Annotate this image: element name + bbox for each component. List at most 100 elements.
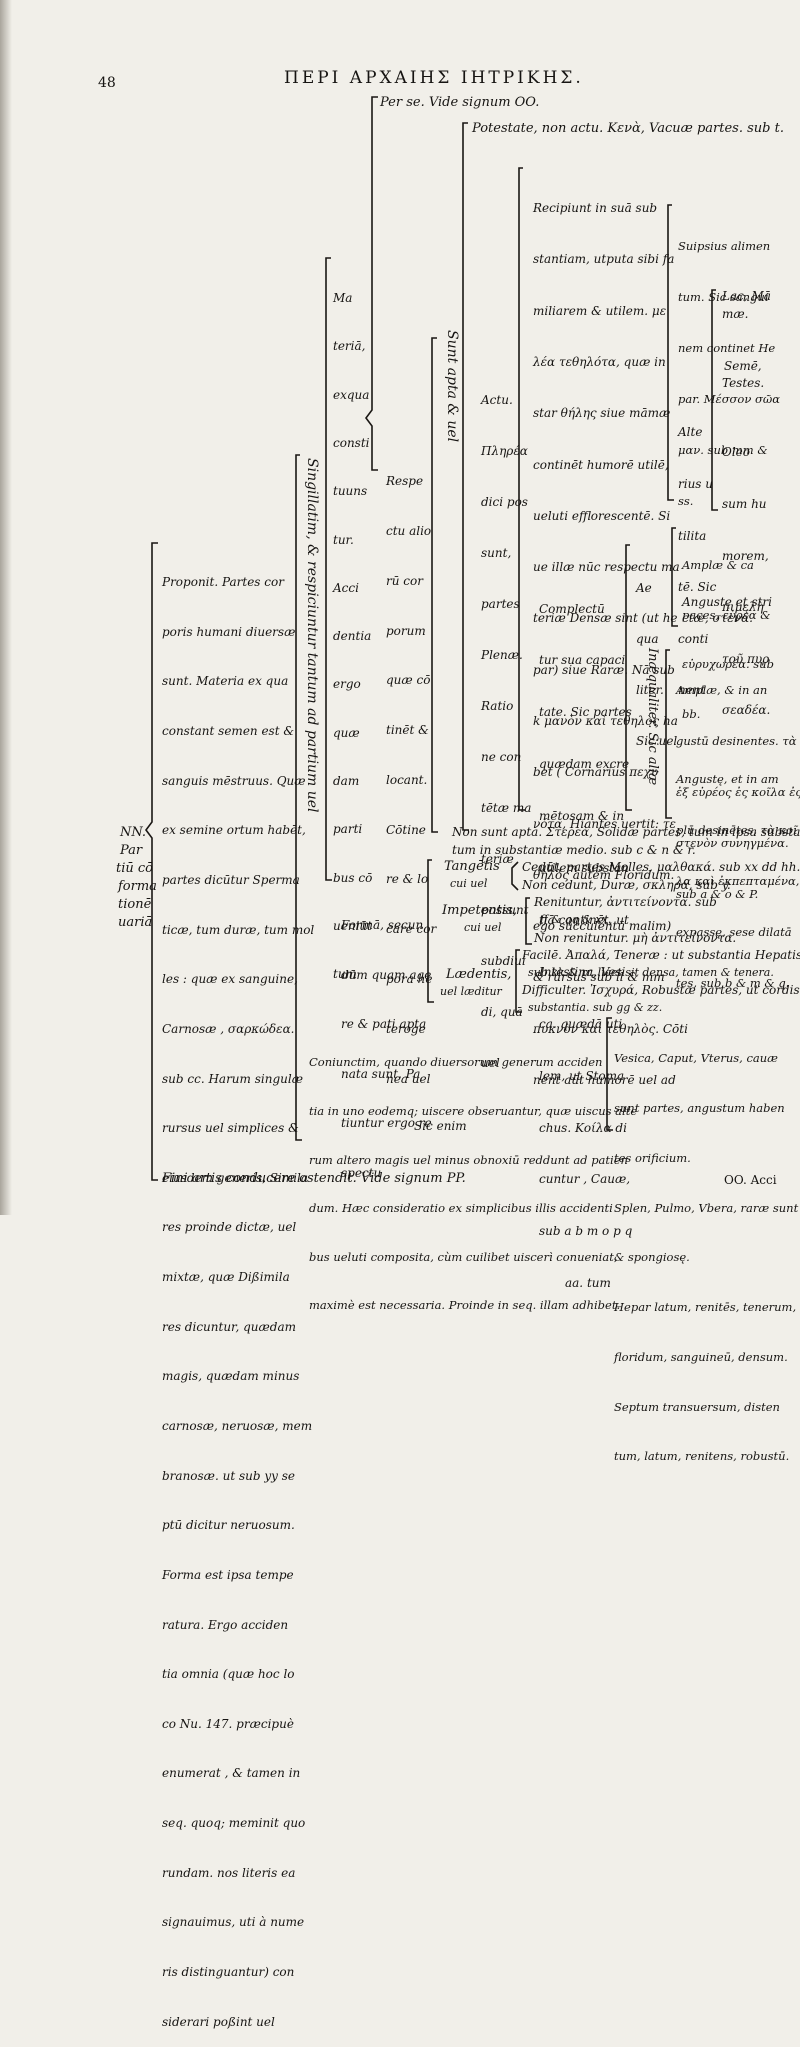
- forma-block: Formā, secun dūm quam age re & pati apta…: [341, 884, 432, 1198]
- materia-line: teriā,: [333, 339, 366, 354]
- anguste-line: ctæ, στενά.: [682, 611, 753, 625]
- oleo-line: τοῦ πυρ: [722, 651, 770, 666]
- recipiunt-line: teriæ Densæ sint (ut he: [533, 611, 678, 626]
- complectu-line: chus. Κοίλα di: [539, 1120, 627, 1135]
- facile-line: substantia. sub gg & zz.: [528, 1001, 663, 1014]
- recipiunt-line: ue illæ nūc respectu ma: [533, 560, 680, 575]
- partium-line: NN.: [120, 825, 147, 840]
- materia-line: tur.: [333, 532, 354, 547]
- amplae-line: στενὸν συνηγμένα.: [676, 836, 789, 850]
- complectu-line: tiā continēt, ut: [539, 912, 629, 927]
- respectu-line: quæ cō: [386, 673, 431, 688]
- proponit-line: mixtæ, quæ Dißimila: [162, 1270, 290, 1285]
- recipiunt-line: Recipiunt in suā sub: [533, 201, 658, 216]
- vesica-line: tes orificium.: [614, 1150, 691, 1165]
- proponit-line: Carnosæ , σαρκώδεα.: [162, 1021, 295, 1036]
- coniunctim-line: tia in uno eodemq; uiscere obseruantur, …: [309, 1104, 638, 1119]
- non-sunt-line: tum in substantiæ medio. sub c & n & r.: [452, 843, 696, 857]
- amplae-line: Amplæ, & in an: [676, 683, 768, 697]
- bracket-aequaliter: [671, 527, 678, 627]
- amplae-line: Amplæ & ca: [682, 558, 754, 572]
- semen-line: Semē,: [724, 359, 762, 373]
- anguste-line: λα καὶ ἐκπεπταμένα,: [676, 874, 800, 888]
- forma-line: spectu: [341, 1165, 382, 1180]
- forma-line: nata sunt. Pa: [341, 1066, 421, 1081]
- partium-line: uariā: [118, 915, 153, 930]
- oo-acci-catchword: OO. Acci: [724, 1173, 777, 1187]
- bracket-materia-forma: [325, 257, 332, 881]
- respectu-line: Respe: [386, 474, 424, 489]
- recipiunt-line: par) siue Raræ. Nā sub: [533, 662, 675, 677]
- proponit-line: poris humani diuersæ: [162, 624, 296, 639]
- proponit-block: Proponit. Partes cor poris humani diuers…: [162, 541, 314, 2047]
- page-gutter-shadow: [0, 0, 12, 1215]
- oleo-line: sum hu: [722, 497, 767, 512]
- complectu-line: cuntur , Cauæ,: [539, 1172, 631, 1187]
- laedentis-label: Lædentis,: [446, 967, 512, 982]
- recipiunt-line: stantiam, utputa sibi fa: [533, 252, 675, 267]
- materia-line: parti: [333, 822, 363, 837]
- complectu-line: tate. Sic partes: [539, 705, 632, 720]
- proponit-line: seq. quoq; meminit quo: [162, 1816, 306, 1831]
- respectu-line: locant.: [386, 772, 428, 787]
- aequaliter-line: liter.: [636, 683, 664, 697]
- inaequaliter-vertical: Inæqualiter. Sic aliæ: [645, 648, 660, 786]
- anguste-line: plū desinētes, τὰ κοῖ: [676, 823, 798, 837]
- facile-line: Difficulter. Ἰσχυρά, Robustæ partes, ut …: [522, 983, 800, 997]
- amplae-line: paces, εὐρέα &: [682, 607, 771, 622]
- proponit-line: carnosæ, neruosæ, mem: [162, 1418, 313, 1433]
- proponit-line: res proinde dictæ, uel: [162, 1220, 297, 1235]
- materia-line: Acci: [333, 580, 359, 595]
- vesica-line: Vesica, Caput, Vterus, cauæ: [614, 1051, 778, 1066]
- materia-line: dentia: [333, 629, 372, 644]
- oleo-line: πιμελὴ: [722, 600, 764, 615]
- vesica-line: floridum, sanguineū, densum.: [614, 1349, 788, 1364]
- recipiunt-line: ego succulentū malim): [533, 919, 672, 934]
- anguste-line: expassę, sese dilatā: [676, 925, 792, 939]
- bracket-actu: [518, 167, 525, 811]
- materia-line: tum: [333, 967, 357, 982]
- bracket-inaequaliter: [665, 649, 672, 819]
- vesica-block: Vesica, Caput, Vterus, cauæ sunt partes,…: [614, 1017, 798, 1482]
- potestate-text: Potestate, non actu. Κενὰ, Vacuæ partes.…: [472, 121, 784, 136]
- alterius-line: nent: [678, 683, 706, 698]
- alterius-line: Alte: [678, 425, 703, 440]
- coniunctim-line: Coniunctim, quando diuersorum generum ac…: [309, 1055, 603, 1070]
- respectu-line: teroge: [386, 1021, 426, 1036]
- materia-block: Ma teriā, exqua consti tuuns tur. Acci d…: [333, 258, 372, 998]
- page-number: 48: [98, 75, 116, 91]
- proponit-line: signauimus, uti à nume: [162, 1915, 305, 1930]
- singillatim-vertical: Singillatim, & respiciuntur tantum ad pa…: [304, 458, 320, 813]
- materia-line: tuuns: [333, 484, 368, 499]
- aequaliter-line: qua: [636, 632, 659, 646]
- recipiunt-line: miliarem & utilem. με: [533, 303, 667, 318]
- suipsius-block: Suipsius alimen tum. Sic sangui nem cont…: [678, 204, 780, 527]
- anguste2-block: Angustę, et in am plū desinētes, τὰ κοῖ …: [676, 737, 799, 1009]
- proponit-line: les : quæ ex sanguine,: [162, 972, 298, 987]
- actu-line: partes: [481, 597, 520, 611]
- actu-line: Actu.: [481, 393, 513, 407]
- proponit-line: sunt. Materia ex qua: [162, 674, 289, 689]
- proponit-line: branosæ. ut sub yy se: [162, 1468, 295, 1483]
- alterius-line: conti: [678, 631, 709, 646]
- alterius-line: rius u: [678, 477, 714, 492]
- materia-line: ueniūt: [333, 918, 372, 933]
- complectu-line: ca. quædā uti: [539, 1016, 623, 1031]
- actu-line: Plenæ.: [481, 648, 523, 662]
- proponit-line: rursus uel simplices &: [162, 1121, 299, 1136]
- recipiunt-line: continēt humorē utilē,: [533, 457, 669, 472]
- running-title: ΠΕΡΙ ΑΡΧΑΙΗΣ ΙΗΤΡΙΚΗΣ.: [284, 68, 584, 88]
- proponit-line: constant semen est &: [162, 724, 295, 739]
- anguste-line: Angustę et stri: [682, 595, 772, 609]
- bracket-forma: [427, 859, 434, 1003]
- facile-line: sub kk & rr. licet sit densa, tamen & te…: [528, 966, 774, 979]
- anguste-line: tes, sub b & m & q.: [676, 976, 790, 990]
- oleo-line: morem,: [722, 548, 769, 563]
- proponit-line: Proponit. Partes cor: [162, 575, 284, 590]
- recipiunt-line: nent aūt humorē uel ad: [533, 1072, 676, 1087]
- sic-enim-text: Sic enim: [414, 1119, 467, 1133]
- oleo-block: Oleo sum hu morem, πιμελὴ τοῦ πυρ σεαδέα…: [722, 410, 770, 737]
- oleo-line: σεαδέα.: [722, 703, 771, 718]
- recipiunt-line: star θήλης siue māmæ: [533, 406, 671, 421]
